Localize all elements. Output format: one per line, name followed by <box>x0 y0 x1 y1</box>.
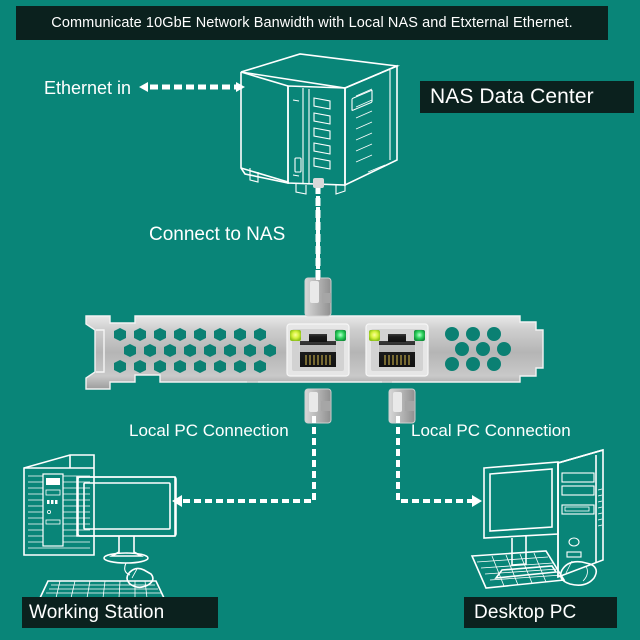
desktop-pc-label: Desktop PC <box>464 597 617 628</box>
card-hex-vents <box>114 328 276 373</box>
nas-led-indicators <box>355 88 373 163</box>
nas-usb-port <box>351 89 373 111</box>
rj45-plug-right <box>388 388 416 424</box>
card-to-working-station-cable <box>172 388 332 507</box>
rj45-plug-top <box>304 277 332 317</box>
ethernet-in-label: Ethernet in <box>44 78 132 98</box>
cable-connections <box>139 82 482 507</box>
working-station-label: Working Station <box>22 597 218 628</box>
working-station-illustration <box>23 454 177 599</box>
nas-data-center-label: NAS Data Center <box>420 81 634 113</box>
nas-device-illustration <box>240 53 401 195</box>
card-to-desktop-pc-cable <box>388 388 482 507</box>
rj45-plug-left <box>304 388 332 424</box>
local-pc-connection-left-label: Local PC Connection <box>129 421 289 440</box>
rj45-port-1 <box>286 323 350 377</box>
desktop-pc-illustration <box>470 448 604 589</box>
header-banner: Communicate 10GbE Network Banwidth with … <box>16 6 608 40</box>
connect-to-nas-label: Connect to NAS <box>149 224 286 245</box>
nas-drive-bays <box>313 97 331 170</box>
card-circle-vents <box>445 327 511 371</box>
rj45-port-2 <box>365 323 429 377</box>
ethernet-in-arrow <box>139 82 245 92</box>
local-pc-connection-right-label: Local PC Connection <box>411 421 571 440</box>
network-card-illustration <box>85 315 544 390</box>
